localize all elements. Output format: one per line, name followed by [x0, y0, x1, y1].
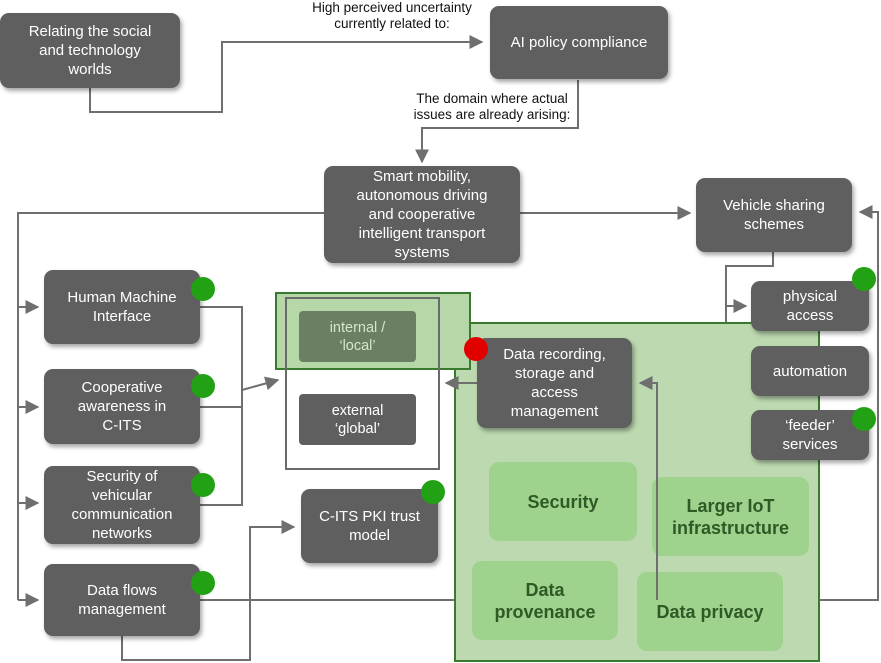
- box-relating-worlds: Relating the social and technology world…: [0, 13, 180, 88]
- edge-merge-to-scope: [241, 376, 280, 391]
- edge-iot-to-recording: [638, 376, 658, 600]
- box-data-flows-management: Data flows management: [44, 564, 200, 636]
- edge-ai-policy-to-smart-mobility: [415, 80, 579, 164]
- edge-relating-to-ai-policy: [89, 35, 484, 113]
- status-dot-hmi: [191, 277, 215, 301]
- box-human-machine-interface: Human Machine Interface: [44, 270, 200, 344]
- status-dot-feeder-services: [852, 407, 876, 431]
- tile-data-provenance: Data provenance: [472, 561, 618, 640]
- status-dot-physical-access: [852, 267, 876, 291]
- scope-internal: internal / ‘local’: [299, 311, 416, 362]
- box-cooperative-awareness: Cooperative awareness in C-ITS: [44, 369, 200, 444]
- tile-security: Security: [489, 462, 637, 541]
- box-cits-pki-trust-model: C-ITS PKI trust model: [301, 489, 438, 563]
- annotation-uncertainty: High perceived uncertainty currently rel…: [312, 0, 472, 31]
- box-automation: automation: [751, 346, 869, 396]
- scope-frame: [285, 297, 440, 470]
- status-dot-coop-awareness: [191, 374, 215, 398]
- box-ai-policy-compliance: AI policy compliance: [490, 6, 668, 79]
- tile-larger-iot: Larger IoT infrastructure: [652, 477, 809, 556]
- box-smart-mobility: Smart mobility, autonomous driving and c…: [324, 166, 520, 263]
- box-feeder-services: ‘feeder’ services: [751, 410, 869, 460]
- edge-left-trunk: [17, 212, 325, 600]
- status-dot-data-flows: [191, 571, 215, 595]
- box-vehicle-sharing: Vehicle sharing schemes: [696, 178, 852, 252]
- box-data-recording: Data recording, storage and access manag…: [477, 338, 632, 428]
- annotation-domain: The domain where actual issues are alrea…: [413, 91, 571, 122]
- box-security-vehicular: Security of vehicular communication netw…: [44, 466, 200, 544]
- status-dot-security-vehicular: [191, 473, 215, 497]
- scope-external: external ‘global’: [299, 394, 416, 445]
- status-dot-cits-pki: [421, 480, 445, 504]
- status-dot-data-recording: [464, 337, 488, 361]
- edge-dataflows-to-pki: [121, 520, 296, 661]
- tile-data-privacy: Data privacy: [637, 572, 783, 651]
- box-physical-access: physical access: [751, 281, 869, 331]
